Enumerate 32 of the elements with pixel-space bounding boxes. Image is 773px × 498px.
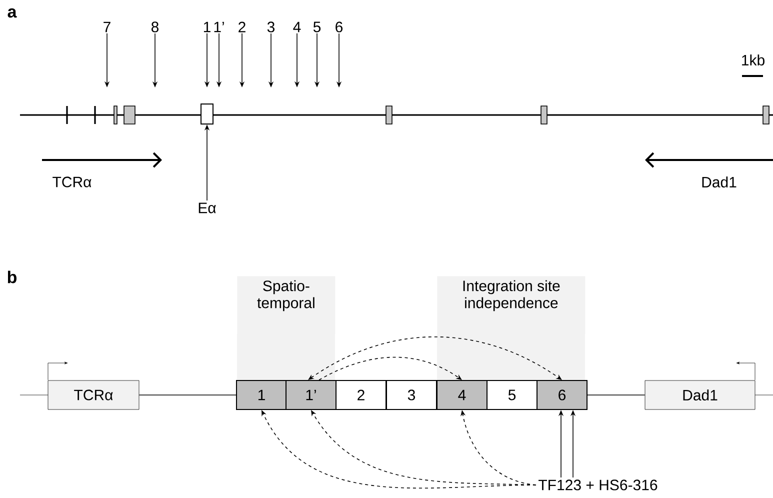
factor-label: TF123 + HS6-316	[538, 480, 658, 490]
arrow	[308, 336, 562, 380]
element-box: 1	[236, 380, 287, 410]
panel-letter: a	[8, 8, 17, 18]
element-box: 4	[436, 380, 488, 410]
region-band: Integration site independence	[437, 276, 586, 334]
site-number: 8	[152, 22, 159, 32]
panel-letter: b	[8, 270, 16, 284]
site-number: 6	[336, 22, 343, 32]
element-box: 3	[386, 380, 437, 410]
element-box: 2	[336, 380, 386, 410]
site-number: 1’	[214, 22, 224, 32]
region-band: Spatio-temporal	[237, 276, 336, 334]
site-number: 2	[238, 22, 246, 32]
scale-label: 1kb	[742, 54, 764, 66]
gene-box: TCRα	[48, 380, 140, 410]
site-number: 3	[267, 22, 275, 32]
enhancer-label: Eα	[198, 202, 216, 214]
gene-box: Dad1	[644, 380, 756, 410]
site-number: 1	[204, 22, 210, 32]
element-box: 6	[536, 380, 588, 410]
node-label: Integration site independence	[463, 280, 560, 312]
arrow	[318, 356, 462, 380]
site-number: 7	[104, 22, 110, 32]
element-box: 1’	[286, 380, 336, 410]
site-number: 4	[293, 22, 301, 32]
node-label: Spatio-temporal	[257, 280, 314, 312]
site-number: 5	[313, 22, 321, 32]
gene-label: Dad1	[702, 176, 736, 188]
gene-label: TCRα	[52, 176, 92, 188]
element-box: 5	[486, 380, 538, 410]
enhancer-box	[200, 104, 214, 124]
